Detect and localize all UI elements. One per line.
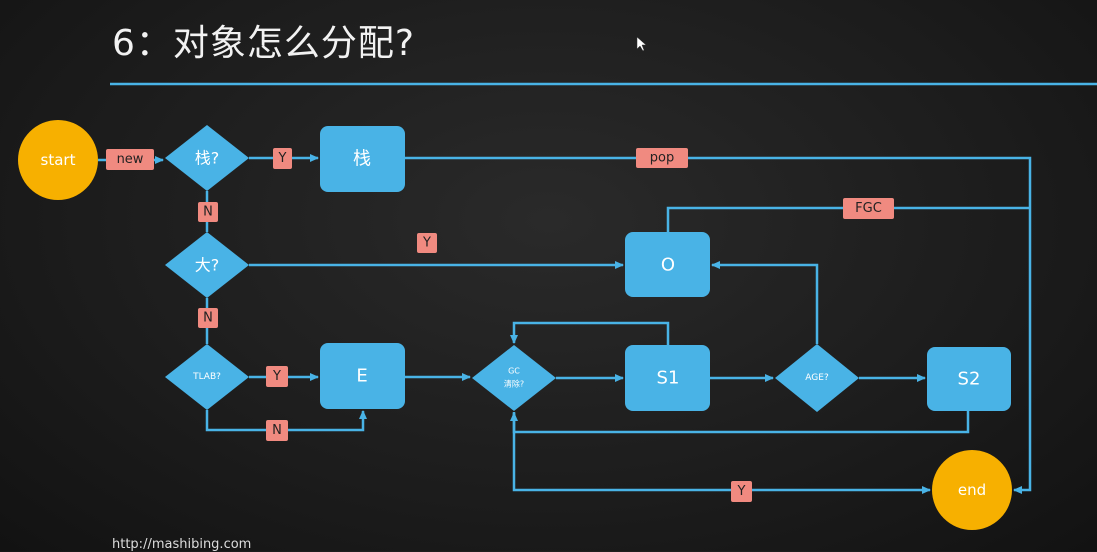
edge-label-stack-no: N: [198, 202, 218, 222]
gc-decision-label-1: GC: [508, 367, 520, 376]
svg-text:FGC: FGC: [855, 201, 882, 216]
big-decision[interactable]: 大?: [165, 232, 249, 298]
svg-text:Y: Y: [422, 236, 431, 251]
svg-text:pop: pop: [650, 151, 674, 166]
edge-label-tlab-no: N: [266, 420, 288, 441]
tlab-decision-label: TLAB?: [192, 372, 221, 382]
stack-decision[interactable]: 栈?: [165, 125, 249, 191]
edge-label-big-yes: Y: [417, 233, 437, 253]
age-decision[interactable]: AGE?: [775, 344, 859, 412]
svg-text:N: N: [272, 423, 282, 438]
s1-box[interactable]: S1: [625, 345, 710, 411]
eden-box[interactable]: E: [320, 343, 405, 409]
edge-label-tlab-yes: Y: [266, 366, 288, 387]
edge-label-new: new: [106, 149, 154, 170]
s2-box[interactable]: S2: [927, 347, 1011, 411]
svg-text:Y: Y: [737, 484, 746, 499]
edge-label-fgc: FGC: [843, 198, 894, 219]
svg-text:N: N: [203, 205, 213, 220]
big-decision-label: 大?: [195, 256, 220, 275]
svg-text:Y: Y: [278, 151, 287, 166]
edge-label-stack-yes: Y: [273, 148, 292, 169]
s2-box-label: S2: [958, 369, 981, 390]
s1-box-label: S1: [657, 368, 680, 389]
stack-box-label: 栈: [353, 149, 371, 170]
gc-decision[interactable]: GC 清除?: [472, 345, 556, 411]
start-label: start: [41, 151, 76, 169]
tlab-decision[interactable]: TLAB?: [165, 344, 249, 410]
connectors: [98, 154, 1032, 494]
edge-label-pop: pop: [636, 148, 688, 168]
stack-box[interactable]: 栈: [320, 126, 405, 192]
svg-text:N: N: [203, 311, 213, 326]
gc-decision-label-2: 清除?: [504, 379, 524, 389]
svg-text:Y: Y: [272, 369, 281, 384]
end-node[interactable]: end: [932, 450, 1012, 530]
old-box-label: O: [661, 255, 675, 276]
slide-title: 6：对象怎么分配?: [112, 23, 416, 64]
stack-decision-label: 栈?: [195, 149, 220, 168]
edge-label-big-no: N: [198, 308, 218, 328]
edge-label-gc-yes: Y: [731, 481, 752, 502]
footer-url: http://mashibing.com: [112, 537, 252, 552]
age-decision-label: AGE?: [805, 373, 829, 383]
svg-text:new: new: [117, 152, 144, 167]
eden-box-label: E: [356, 366, 367, 387]
mouse-cursor-icon: [636, 36, 647, 52]
end-label: end: [958, 481, 986, 499]
old-box[interactable]: O: [625, 232, 710, 297]
start-node[interactable]: start: [18, 120, 98, 200]
